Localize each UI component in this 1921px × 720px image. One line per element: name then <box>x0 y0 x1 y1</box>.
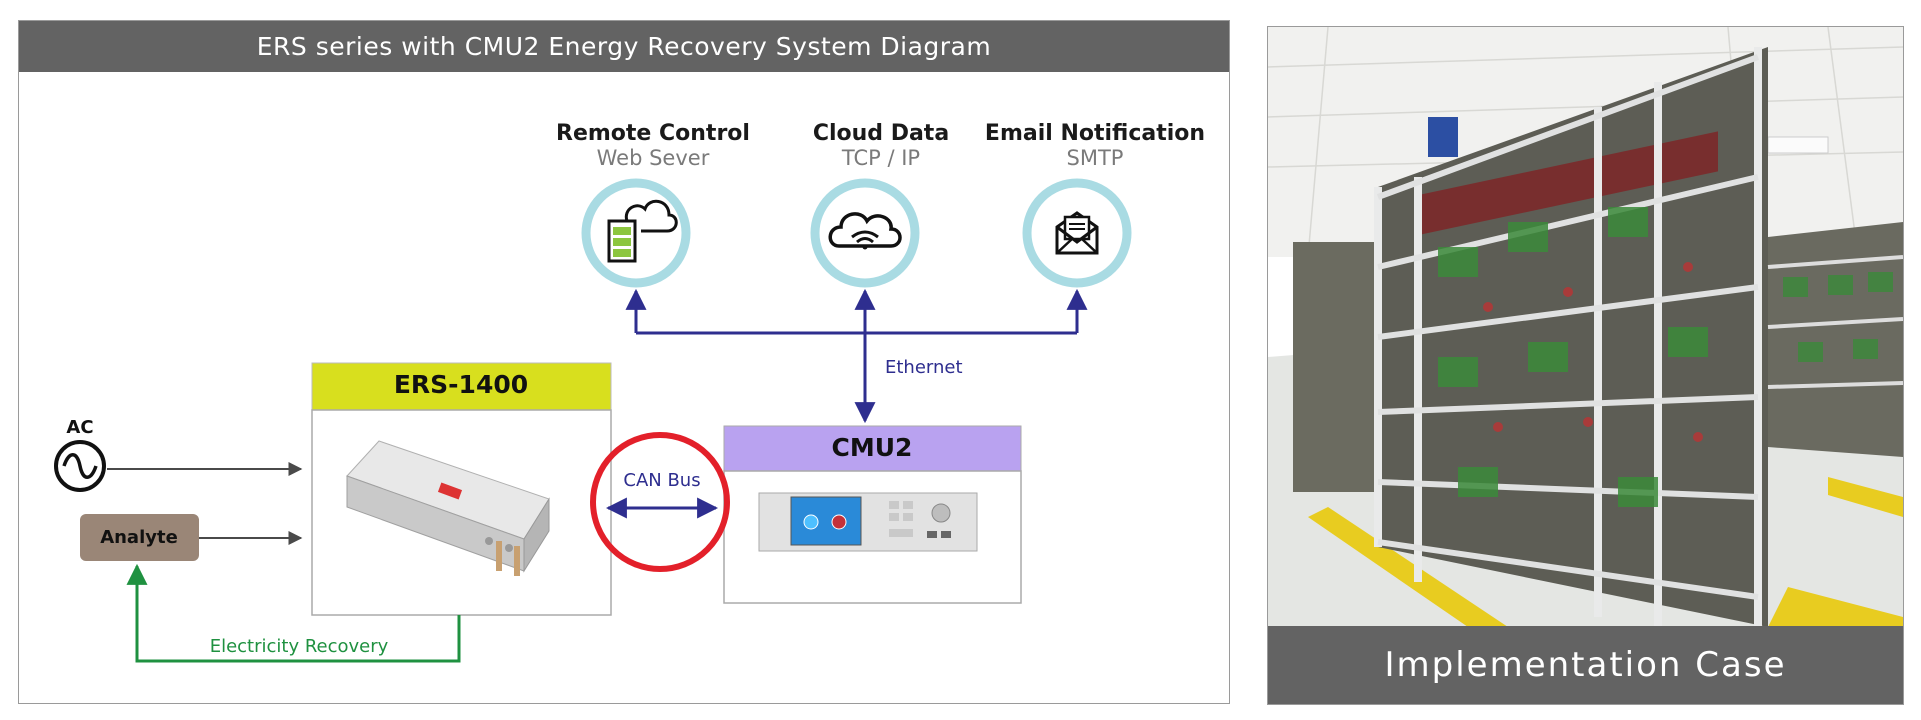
cmu2-unit <box>723 425 1022 604</box>
service-label: Remote Control <box>556 121 750 146</box>
service-label: Cloud Data <box>812 121 950 146</box>
implementation-photo <box>1268 27 1903 627</box>
implementation-case-caption: Implementation Case <box>1268 626 1903 704</box>
ac-label: AC <box>66 417 93 438</box>
ers-1400-label: ERS-1400 <box>394 370 528 399</box>
system-diagram-panel: ERS series with CMU2 Energy Recovery Sys… <box>18 20 1230 704</box>
service-sub: Web Sever <box>596 146 710 170</box>
power-supply-image <box>346 440 550 576</box>
implementation-case-panel: Implementation Case <box>1267 26 1904 705</box>
cmu2-panel-image <box>758 492 978 552</box>
analyte-label: Analyte <box>100 527 178 548</box>
service-remote-control: Remote Control Web Sever <box>533 121 773 170</box>
remote-control-circle <box>581 178 691 288</box>
service-email-notification: Email Notification SMTP <box>975 121 1215 170</box>
ac-source-icon <box>54 440 106 492</box>
service-cloud-data: Cloud Data TCP / IP <box>761 121 1001 170</box>
service-sub: SMTP <box>1066 146 1124 170</box>
cloud-data-circle <box>810 178 920 288</box>
envelope-icon <box>1055 211 1099 255</box>
service-label: Email Notification <box>984 121 1206 146</box>
ethernet-network-lines <box>625 288 1088 424</box>
electricity-recovery-path <box>126 563 461 663</box>
ers-1400-unit <box>311 362 612 616</box>
service-sub: TCP / IP <box>841 146 921 170</box>
email-notification-circle <box>1022 178 1132 288</box>
can-bus-link <box>590 432 730 572</box>
electricity-recovery-label: Electricity Recovery <box>210 636 389 657</box>
wifi-cloud-icon <box>828 212 902 250</box>
server-cloud-icon <box>607 199 678 263</box>
analyte-box <box>80 514 199 561</box>
diagram-title: ERS series with CMU2 Energy Recovery Sys… <box>19 21 1229 72</box>
cmu2-label: CMU2 <box>832 433 913 462</box>
ethernet-label: Ethernet <box>885 357 963 378</box>
can-bus-label: CAN Bus <box>623 470 700 491</box>
diagram-canvas: ERS-1400 CMU2 <box>54 178 1132 663</box>
